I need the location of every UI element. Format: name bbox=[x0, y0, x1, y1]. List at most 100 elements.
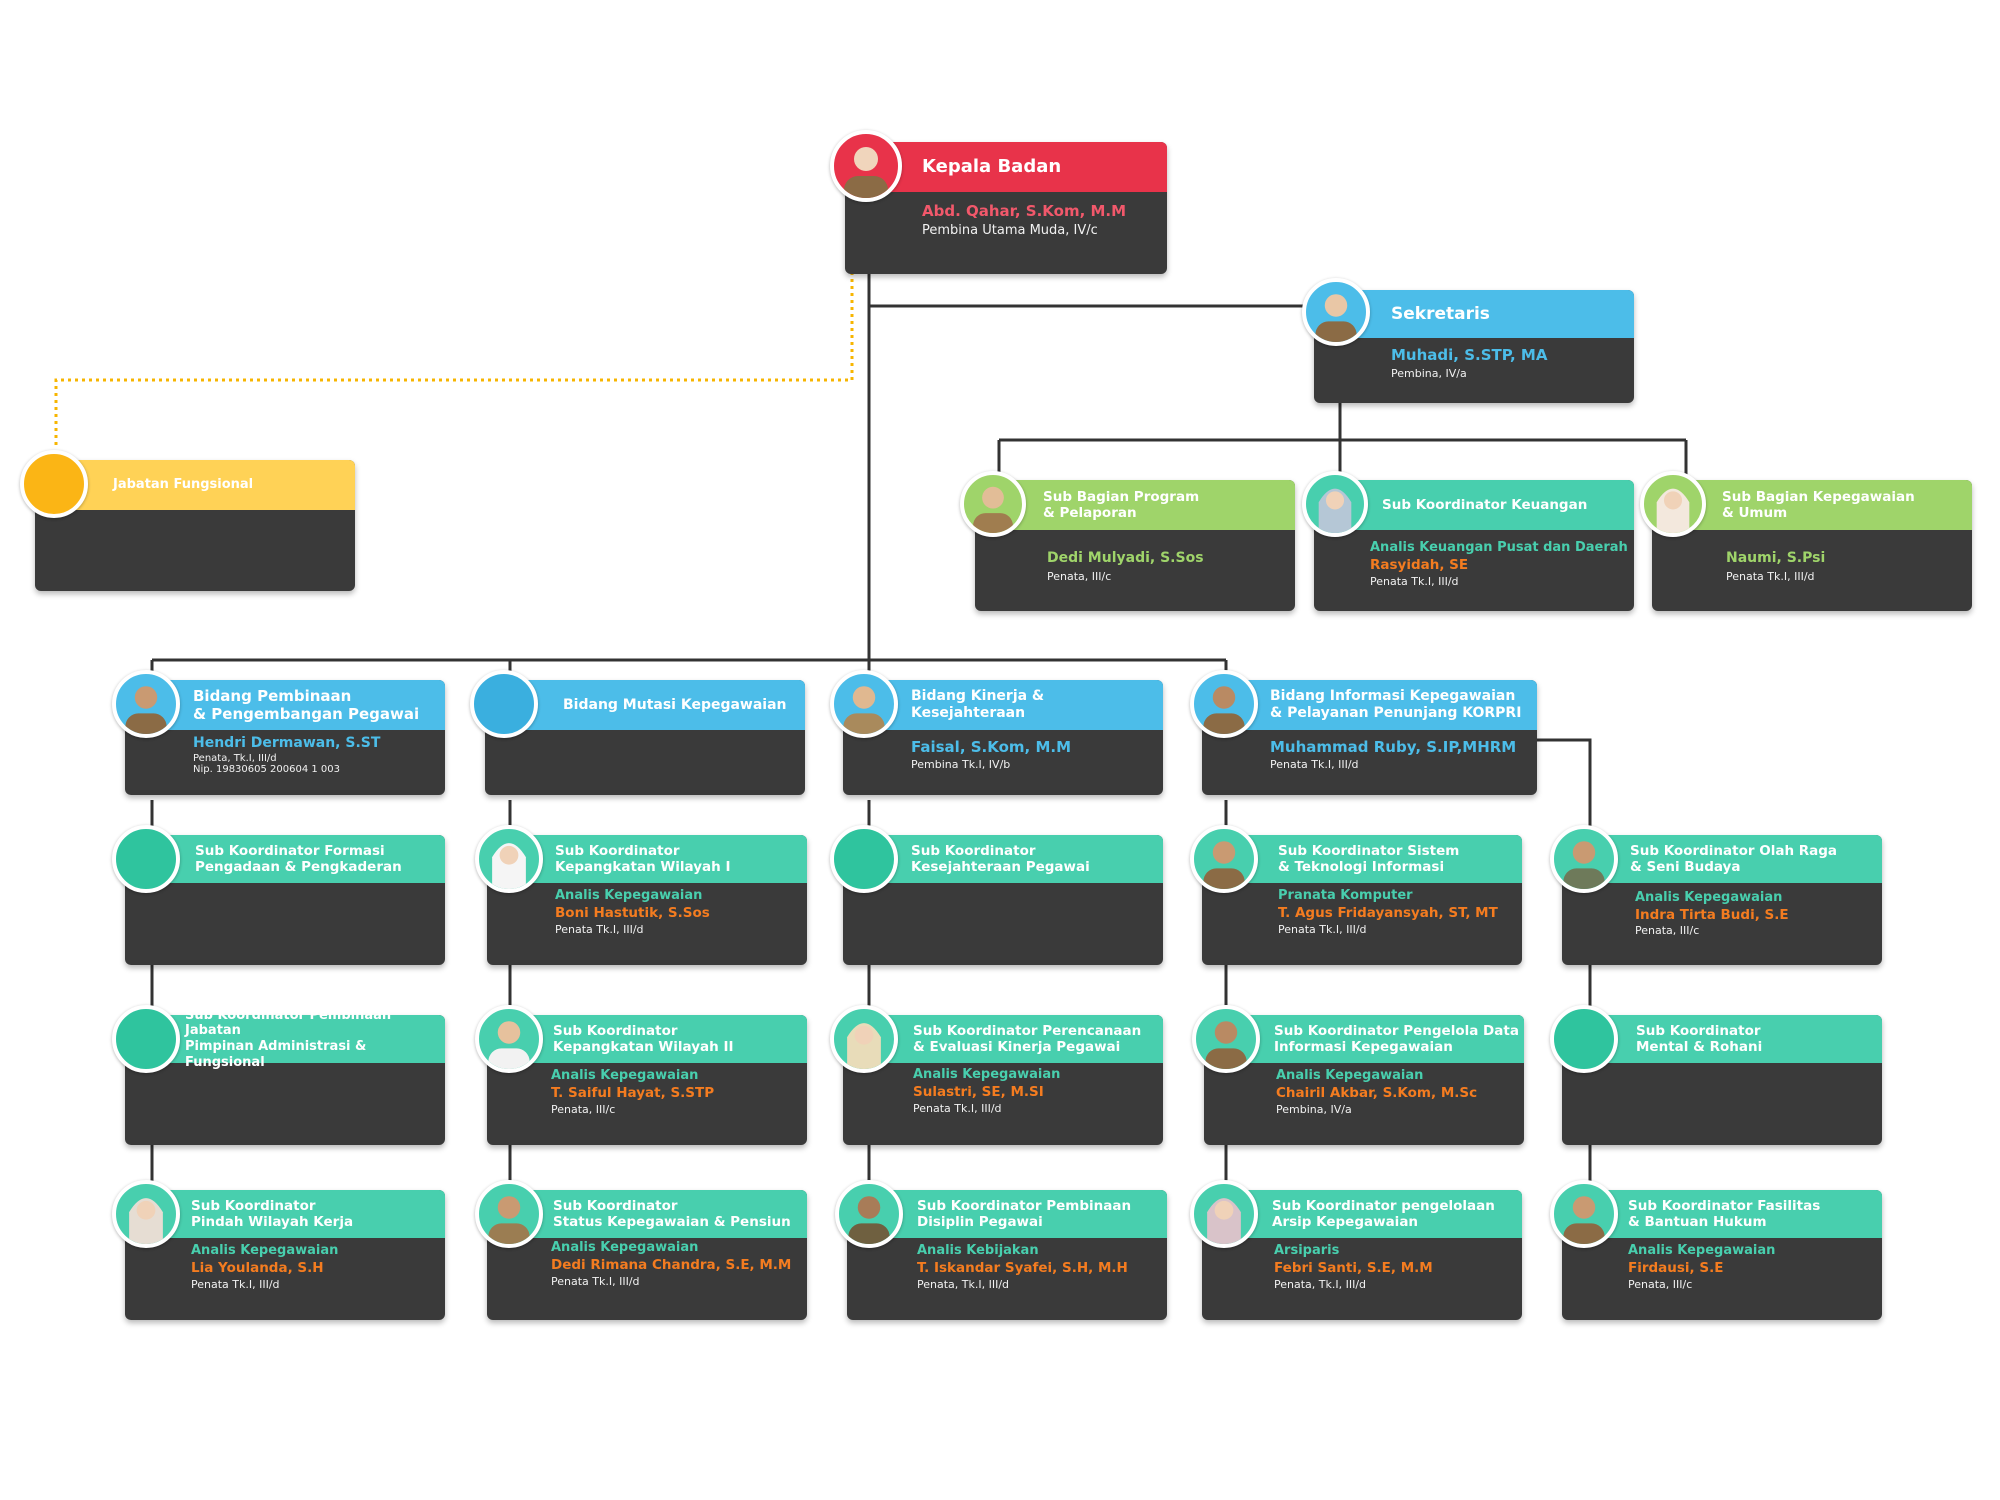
sub-koordinator-pengelola-data-avatar bbox=[1192, 1005, 1260, 1073]
sub-koordinator-kepangkatan-1-rank: Penata Tk.I, III/d bbox=[555, 923, 644, 936]
sub-koordinator-status-pensiun-avatar bbox=[475, 1180, 543, 1248]
sub-koordinator-fasilitas-name: Firdausi, S.E bbox=[1628, 1260, 1724, 1276]
sub-koordinator-disiplin-title: Sub Koordinator Pembinaan Disiplin Pegaw… bbox=[917, 1197, 1132, 1230]
sub-koordinator-perencanaan-name: Sulastri, SE, M.SI bbox=[913, 1084, 1044, 1100]
sub-koordinator-kepangkatan-1-card: Sub Koordinator Kepangkatan Wilayah I An… bbox=[487, 835, 807, 965]
bidang-pembinaan-nip: Nip. 19830605 200604 1 003 bbox=[193, 764, 341, 775]
sub-koordinator-status-pensiun-rank: Penata Tk.I, III/d bbox=[551, 1275, 640, 1288]
jabatan-fungsional-marker bbox=[20, 450, 88, 518]
sub-koordinator-kepangkatan-1-title: Sub Koordinator Kepangkatan Wilayah I bbox=[555, 842, 731, 875]
sub-koordinator-perencanaan-title: Sub Koordinator Perencanaan & Evaluasi K… bbox=[913, 1022, 1142, 1055]
sub-koordinator-arsip-rank: Penata, Tk.I, III/d bbox=[1274, 1278, 1367, 1291]
sub-bagian-program-avatar bbox=[960, 471, 1026, 537]
sub-koordinator-keuangan-role: Analis Keuangan Pusat dan Daerah bbox=[1370, 540, 1628, 555]
person-photo-icon bbox=[1203, 686, 1245, 734]
person-photo-icon bbox=[848, 1196, 890, 1244]
sub-koordinator-kepangkatan-2-title: Sub Koordinator Kepangkatan Wilayah II bbox=[553, 1022, 734, 1055]
sub-koordinator-kepangkatan-2-role: Analis Kepegawaian bbox=[551, 1068, 699, 1083]
sub-koordinator-kesejahteraan-avatar bbox=[830, 825, 898, 893]
kepala-badan-rank: Pembina Utama Muda, IV/c bbox=[922, 223, 1098, 238]
sub-koordinator-arsip-title: Sub Koordinator pengelolaan Arsip Kepega… bbox=[1272, 1197, 1495, 1230]
sub-koordinator-sistem-avatar bbox=[1190, 825, 1258, 893]
sub-koordinator-pengelola-data-title: Sub Koordinator Pengelola Data Informasi… bbox=[1274, 1022, 1519, 1055]
sub-koordinator-arsip-avatar bbox=[1190, 1180, 1258, 1248]
sub-koordinator-kesejahteraan-card: Sub Koordinator Kesejahteraan Pegawai bbox=[843, 835, 1163, 965]
sekretaris-avatar bbox=[1302, 278, 1370, 346]
sub-koordinator-keuangan-name: Rasyidah, SE bbox=[1370, 557, 1469, 573]
bidang-kinerja-name: Faisal, S.Kom, M.M bbox=[911, 738, 1072, 756]
sub-koordinator-status-pensiun-title: Sub Koordinator Status Kepegawaian & Pen… bbox=[553, 1197, 791, 1230]
sub-koordinator-disiplin-role: Analis Kebijakan bbox=[917, 1243, 1039, 1258]
sub-koordinator-pembinaan-jabatan-card: Sub Koordinator Pembinaan Jabatan Pimpin… bbox=[125, 1008, 445, 1145]
sub-koordinator-formasi-title: Sub Koordinator Formasi Pengadaan & Peng… bbox=[195, 842, 402, 875]
sub-bagian-kepegawaian-card: Sub Bagian Kepegawaian & Umum Naumi, S.P… bbox=[1652, 480, 1972, 611]
bidang-mutasi-title: Bidang Mutasi Kepegawaian bbox=[563, 696, 787, 713]
sub-koordinator-kepangkatan-2-rank: Penata, III/c bbox=[551, 1103, 616, 1116]
sub-koordinator-pengelola-data-role: Analis Kepegawaian bbox=[1276, 1068, 1424, 1083]
bidang-kinerja-title: Bidang Kinerja & Kesejahteraan bbox=[911, 688, 1045, 721]
jabatan-fungsional-card: Jabatan Fungsional bbox=[35, 460, 355, 591]
kepala-badan-title: Kepala Badan bbox=[922, 156, 1062, 178]
bidang-pembinaan-title: Bidang Pembinaan & Pengembangan Pegawai bbox=[193, 687, 420, 723]
bidang-pembinaan-avatar bbox=[112, 670, 180, 738]
sub-koordinator-perencanaan-avatar bbox=[830, 1005, 898, 1073]
sub-koordinator-pembinaan-jabatan-avatar bbox=[112, 1005, 180, 1073]
sub-koordinator-keuangan-avatar bbox=[1302, 471, 1368, 537]
sub-koordinator-status-pensiun-role: Analis Kepegawaian bbox=[551, 1240, 699, 1255]
person-photo-icon bbox=[1207, 1198, 1241, 1244]
bidang-informasi-avatar bbox=[1190, 670, 1258, 738]
sub-koordinator-pengelola-data-rank: Pembina, IV/a bbox=[1276, 1103, 1352, 1116]
sub-koordinator-disiplin-rank: Penata, Tk.I, III/d bbox=[917, 1278, 1010, 1291]
person-photo-icon bbox=[1205, 1021, 1247, 1069]
sekretaris-name: Muhadi, S.STP, MA bbox=[1391, 346, 1548, 364]
sub-koordinator-pindah-wilayah-name: Lia Youlanda, S.H bbox=[191, 1260, 324, 1276]
sub-koordinator-status-pensiun-name: Dedi Rimana Chandra, S.E, M.M bbox=[551, 1257, 792, 1273]
bidang-kinerja-avatar bbox=[830, 670, 898, 738]
person-photo-icon bbox=[488, 1196, 530, 1244]
bidang-kinerja-rank: Pembina Tk.I, IV/b bbox=[911, 758, 1011, 771]
bidang-informasi-rank: Penata Tk.I, III/d bbox=[1270, 758, 1359, 771]
sub-koordinator-olah-raga-avatar bbox=[1550, 825, 1618, 893]
sub-koordinator-pindah-wilayah-title: Sub Koordinator Pindah Wilayah Kerja bbox=[191, 1197, 354, 1230]
sub-koordinator-keuangan-title: Sub Koordinator Keuangan bbox=[1382, 496, 1588, 513]
bidang-informasi-card: Bidang Informasi Kepegawaian & Pelayanan… bbox=[1202, 680, 1537, 795]
sub-koordinator-olah-raga-name: Indra Tirta Budi, S.E bbox=[1635, 907, 1789, 923]
jabatan-fungsional-title: Jabatan Fungsional bbox=[113, 477, 254, 493]
bidang-informasi-title: Bidang Informasi Kepegawaian & Pelayanan… bbox=[1270, 688, 1522, 721]
sub-bagian-kepegawaian-name: Naumi, S.Psi bbox=[1726, 550, 1826, 566]
sub-koordinator-olah-raga-title: Sub Koordinator Olah Raga & Seni Budaya bbox=[1630, 842, 1838, 875]
sub-koordinator-sistem-role: Pranata Komputer bbox=[1278, 888, 1413, 903]
sub-koordinator-kepangkatan-1-role: Analis Kepegawaian bbox=[555, 888, 703, 903]
sub-bagian-kepegawaian-rank: Penata Tk.I, III/d bbox=[1726, 570, 1815, 583]
sub-koordinator-disiplin-avatar bbox=[835, 1180, 903, 1248]
person-photo-icon bbox=[125, 686, 167, 734]
person-photo-icon bbox=[129, 1198, 163, 1244]
person-photo-icon bbox=[847, 1023, 881, 1069]
sekretaris-rank: Pembina, IV/a bbox=[1391, 367, 1467, 380]
person-photo-icon bbox=[1656, 488, 1690, 533]
sub-koordinator-fasilitas-avatar bbox=[1550, 1180, 1618, 1248]
person-photo-icon bbox=[1563, 841, 1605, 889]
person-photo-icon bbox=[844, 147, 888, 198]
bidang-mutasi-avatar bbox=[470, 670, 538, 738]
sub-koordinator-olah-raga-rank: Penata, III/c bbox=[1635, 924, 1700, 937]
person-photo-icon bbox=[1318, 488, 1352, 533]
sub-koordinator-kepangkatan-1-avatar bbox=[475, 825, 543, 893]
sub-koordinator-pembinaan-jabatan-title: Sub Koordinator Pembinaan Jabatan Pimpin… bbox=[185, 1007, 392, 1070]
person-photo-icon bbox=[843, 686, 885, 734]
bidang-pembinaan-name: Hendri Dermawan, S.ST bbox=[193, 735, 381, 751]
sub-koordinator-arsip-role: Arsiparis bbox=[1274, 1243, 1340, 1258]
sub-bagian-kepegawaian-avatar bbox=[1640, 471, 1706, 537]
kepala-badan-name: Abd. Qahar, S.Kom, M.M bbox=[922, 202, 1127, 220]
sub-koordinator-kepangkatan-2-name: T. Saiful Hayat, S.STP bbox=[551, 1085, 715, 1101]
bidang-informasi-name: Muhammad Ruby, S.IP,MHRM bbox=[1270, 738, 1517, 756]
sub-koordinator-fasilitas-rank: Penata, III/c bbox=[1628, 1278, 1693, 1291]
person-photo-icon bbox=[1203, 841, 1245, 889]
bidang-pembinaan-rank: Penata, Tk.I, III/d bbox=[193, 753, 277, 764]
sub-koordinator-disiplin-card: Sub Koordinator Pembinaan Disiplin Pegaw… bbox=[847, 1190, 1167, 1320]
sub-bagian-program-name: Dedi Mulyadi, S.Sos bbox=[1047, 550, 1204, 566]
sub-koordinator-pengelola-data-name: Chairil Akbar, S.Kom, M.Sc bbox=[1276, 1085, 1478, 1101]
bidang-mutasi-card: Bidang Mutasi Kepegawaian bbox=[485, 680, 805, 795]
sub-koordinator-formasi-avatar bbox=[112, 825, 180, 893]
person-photo-icon bbox=[492, 843, 526, 889]
